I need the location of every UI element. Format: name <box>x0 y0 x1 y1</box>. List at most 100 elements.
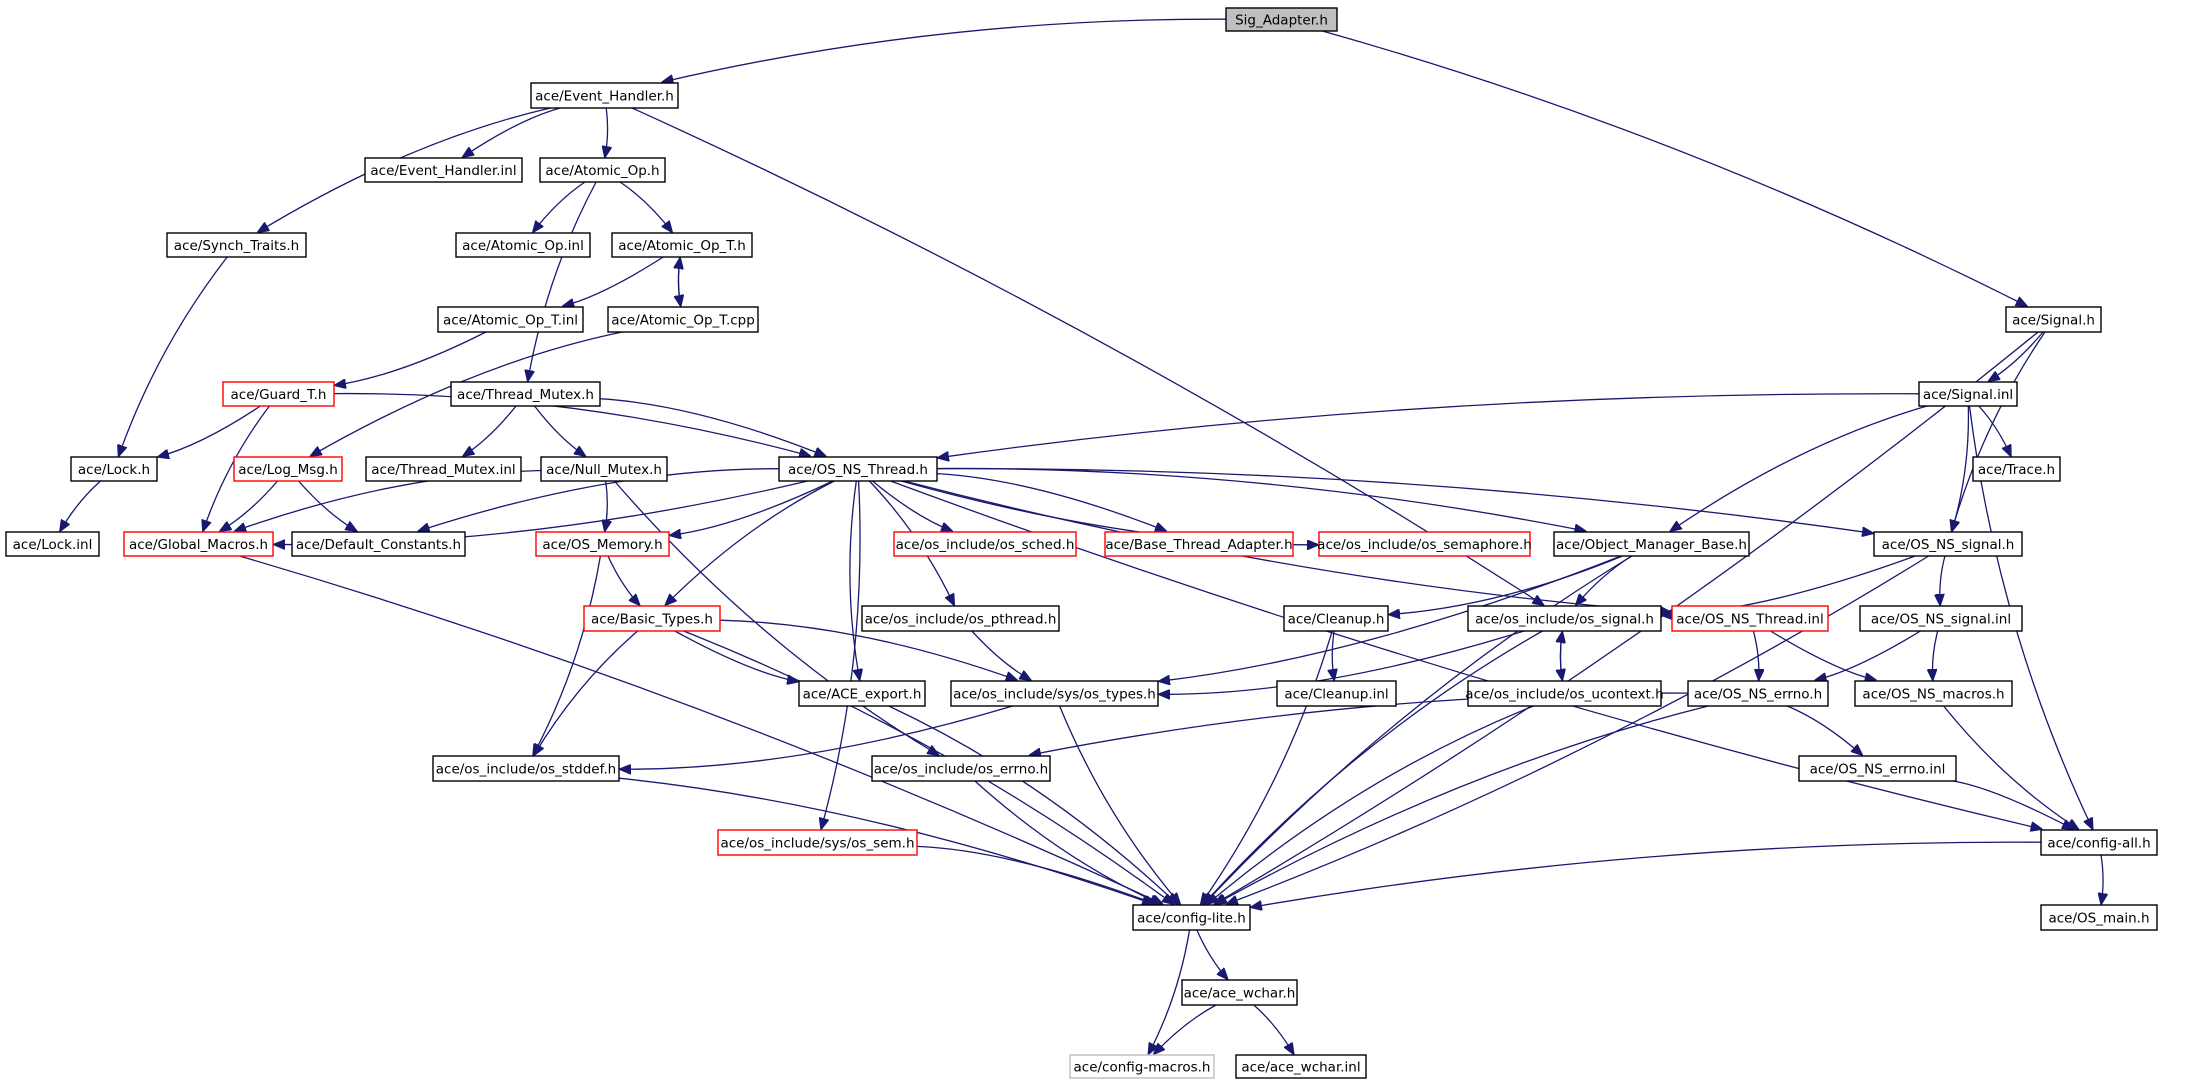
node-os-sched-h[interactable]: ace/os_include/os_sched.h <box>893 531 1077 557</box>
edge-signal_inl-to-os_ns_thread_h <box>938 393 1920 458</box>
edge-os_ns_errno_h-to-os_ns_errno_inl <box>1787 705 1862 755</box>
edge-os_ns_thread_h-to-object_manager_base_h <box>936 467 1585 531</box>
node-box <box>1225 7 1338 32</box>
node-event-handler-h[interactable]: ace/Event_Handler.h <box>530 82 679 109</box>
edge-os_ns_thread_h-to-default_constants_h <box>419 468 780 531</box>
node-signal-inl[interactable]: ace/Signal.inl <box>1918 381 2018 407</box>
node-label: ace/Object_Manager_Base.h <box>1556 537 1747 553</box>
edge-log_msg_h-to-default_constants_h <box>298 480 357 531</box>
node-box <box>607 306 759 333</box>
node-ace-wchar-h[interactable]: ace/ace_wchar.h <box>1181 979 1298 1006</box>
node-atomic-op-t-inl[interactable]: ace/Atomic_Op_T.inl <box>437 306 584 333</box>
edge-os_ns_signal_inl-to-os_ns_errno_h <box>1816 630 1921 680</box>
node-os-ns-signal-inl[interactable]: ace/OS_NS_signal.inl <box>1859 605 2023 632</box>
node-event-handler-inl[interactable]: ace/Event_Handler.inl <box>364 157 523 183</box>
node-os-main-h[interactable]: ace/OS_main.h <box>2040 904 2158 931</box>
edge-basic_types_h-to-config_lite_h <box>683 630 1174 904</box>
node-cleanup-h[interactable]: ace/Cleanup.h <box>1283 605 1389 632</box>
node-guard-t-h[interactable]: ace/Guard_T.h <box>222 381 335 407</box>
node-os-types-h[interactable]: ace/os_include/sys/os_types.h <box>950 680 1159 707</box>
edge-thread_mutex_h-to-thread_mutex_inl <box>463 405 517 456</box>
node-ace-export-h[interactable]: ace/ACE_export.h <box>798 680 926 707</box>
node-box <box>450 381 601 407</box>
node-label: ace/ace_wchar.inl <box>1241 1060 1360 1076</box>
node-label: ace/Thread_Mutex.h <box>457 387 594 403</box>
node-label: ace/config-all.h <box>2047 836 2150 852</box>
node-ace-wchar-inl[interactable]: ace/ace_wchar.inl <box>1235 1054 1367 1079</box>
node-os-ns-errno-h[interactable]: ace/OS_NS_errno.h <box>1687 680 1829 707</box>
node-label: ace/Lock.h <box>78 462 150 478</box>
node-box <box>1276 680 1397 707</box>
node-os-ns-macros-h[interactable]: ace/OS_NS_macros.h <box>1854 680 2013 707</box>
node-label: ace/Base_Thread_Adapter.h <box>1105 537 1292 553</box>
node-atomic-op-t-cpp[interactable]: ace/Atomic_Op_T.cpp <box>607 306 759 333</box>
node-os-ns-thread-h[interactable]: ace/OS_NS_Thread.h <box>778 456 938 482</box>
node-box <box>432 755 620 782</box>
node-atomic-op-inl[interactable]: ace/Atomic_Op.inl <box>455 232 591 258</box>
edge-os_memory_h-to-basic_types_h <box>607 555 640 605</box>
node-box <box>70 456 158 482</box>
node-os-sem-h[interactable]: ace/os_include/sys/os_sem.h <box>717 829 918 856</box>
node-base-thread-adapter-h[interactable]: ace/Base_Thread_Adapter.h <box>1104 531 1294 557</box>
node-lock-h[interactable]: ace/Lock.h <box>70 456 158 482</box>
node-label: ace/os_include/sys/os_types.h <box>953 687 1156 703</box>
edge-atomic_op_h-to-atomic_op_inl <box>533 181 586 232</box>
node-object-manager-base-h[interactable]: ace/Object_Manager_Base.h <box>1553 531 1750 557</box>
edge-os_ns_thread_h-to-os_sched_h <box>872 480 953 531</box>
node-box <box>1069 1054 1215 1079</box>
node-label: ace/Log_Msg.h <box>238 462 338 478</box>
node-basic-types-h[interactable]: ace/Basic_Types.h <box>583 605 721 632</box>
node-global-macros-h[interactable]: ace/Global_Macros.h <box>123 531 274 557</box>
node-signal-h[interactable]: ace/Signal.h <box>2005 306 2102 333</box>
node-box <box>365 456 522 482</box>
node-atomic-op-h[interactable]: ace/Atomic_Op.h <box>539 157 666 183</box>
node-atomic-op-t-h[interactable]: ace/Atomic_Op_T.h <box>611 232 753 258</box>
node-box <box>1181 979 1298 1006</box>
edge-config_all_h-to-config_lite_h <box>1251 841 2042 907</box>
node-label: ace/ace_wchar.h <box>1184 986 1296 1002</box>
node-trace-h[interactable]: ace/Trace.h <box>1972 456 2061 482</box>
node-label: ace/os_include/os_stddef.h <box>436 762 616 778</box>
node-label: ace/Thread_Mutex.inl <box>371 462 515 478</box>
node-config-lite-h[interactable]: ace/config-lite.h <box>1132 904 1251 931</box>
node-label: ace/OS_NS_signal.inl <box>1871 612 2011 628</box>
node-box <box>1859 605 2023 632</box>
node-os-memory-h[interactable]: ace/OS_Memory.h <box>535 531 670 557</box>
node-null-mutex-h[interactable]: ace/Null_Mutex.h <box>540 456 668 482</box>
node-os-stddef-h[interactable]: ace/os_include/os_stddef.h <box>432 755 620 782</box>
edge-atomic_op_t_inl-to-guard_t_h <box>335 331 487 385</box>
node-sig-adapter[interactable]: Sig_Adapter.h <box>1225 7 1338 32</box>
node-label: ace/Trace.h <box>1978 462 2055 478</box>
node-os-pthread-h[interactable]: ace/os_include/os_pthread.h <box>861 605 1060 632</box>
node-synch-traits-h[interactable]: ace/Synch_Traits.h <box>166 232 307 258</box>
node-os-ns-signal-h[interactable]: ace/OS_NS_signal.h <box>1873 531 2023 557</box>
edge-object_manager_base_h-to-os_types_h <box>1159 555 1622 681</box>
edge-signal_h-to-os_ns_signal_h <box>1952 331 2046 531</box>
edge-config_lite_h-to-config_macros_h <box>1149 929 1191 1054</box>
edge-basic_types_h-to-os_types_h <box>719 619 1017 680</box>
node-os-ucontext-h[interactable]: ace/os_include/os_ucontext.h <box>1465 680 1664 707</box>
node-os-ns-errno-inl[interactable]: ace/OS_NS_errno.inl <box>1798 755 1957 782</box>
node-os-errno-h[interactable]: ace/os_include/os_errno.h <box>871 755 1051 782</box>
node-label: ace/Global_Macros.h <box>129 537 268 553</box>
node-config-all-h[interactable]: ace/config-all.h <box>2040 829 2158 856</box>
node-lock-inl[interactable]: ace/Lock.inl <box>5 531 100 557</box>
edge-os_errno_h-to-config_lite_h <box>974 780 1161 904</box>
node-thread-mutex-h[interactable]: ace/Thread_Mutex.h <box>450 381 601 407</box>
node-config-macros-h[interactable]: ace/config-macros.h <box>1069 1054 1215 1079</box>
node-thread-mutex-inl[interactable]: ace/Thread_Mutex.inl <box>365 456 522 482</box>
node-os-ns-thread-inl[interactable]: ace/OS_NS_Thread.inl <box>1671 605 1829 632</box>
node-label: ace/Atomic_Op.h <box>545 163 659 179</box>
node-os-signal-h[interactable]: ace/os_include/os_signal.h <box>1467 605 1662 632</box>
node-os-semaphore-h[interactable]: ace/os_include/os_semaphore.h <box>1317 531 1532 557</box>
edge-signal_inl-to-os_ns_signal_h <box>1952 405 1970 531</box>
edge-object_manager_base_h-to-config_lite_h <box>1204 555 1633 904</box>
node-default-constants-h[interactable]: ace/Default_Constants.h <box>291 531 466 557</box>
node-cleanup-inl[interactable]: ace/Cleanup.inl <box>1276 680 1397 707</box>
node-box <box>1972 456 2061 482</box>
node-log-msg-h[interactable]: ace/Log_Msg.h <box>233 456 343 482</box>
edge-sig_adapter-to-signal_h <box>1322 30 2026 306</box>
edge-signal_h-to-config_lite_h <box>1215 331 2039 904</box>
node-box <box>291 531 466 557</box>
